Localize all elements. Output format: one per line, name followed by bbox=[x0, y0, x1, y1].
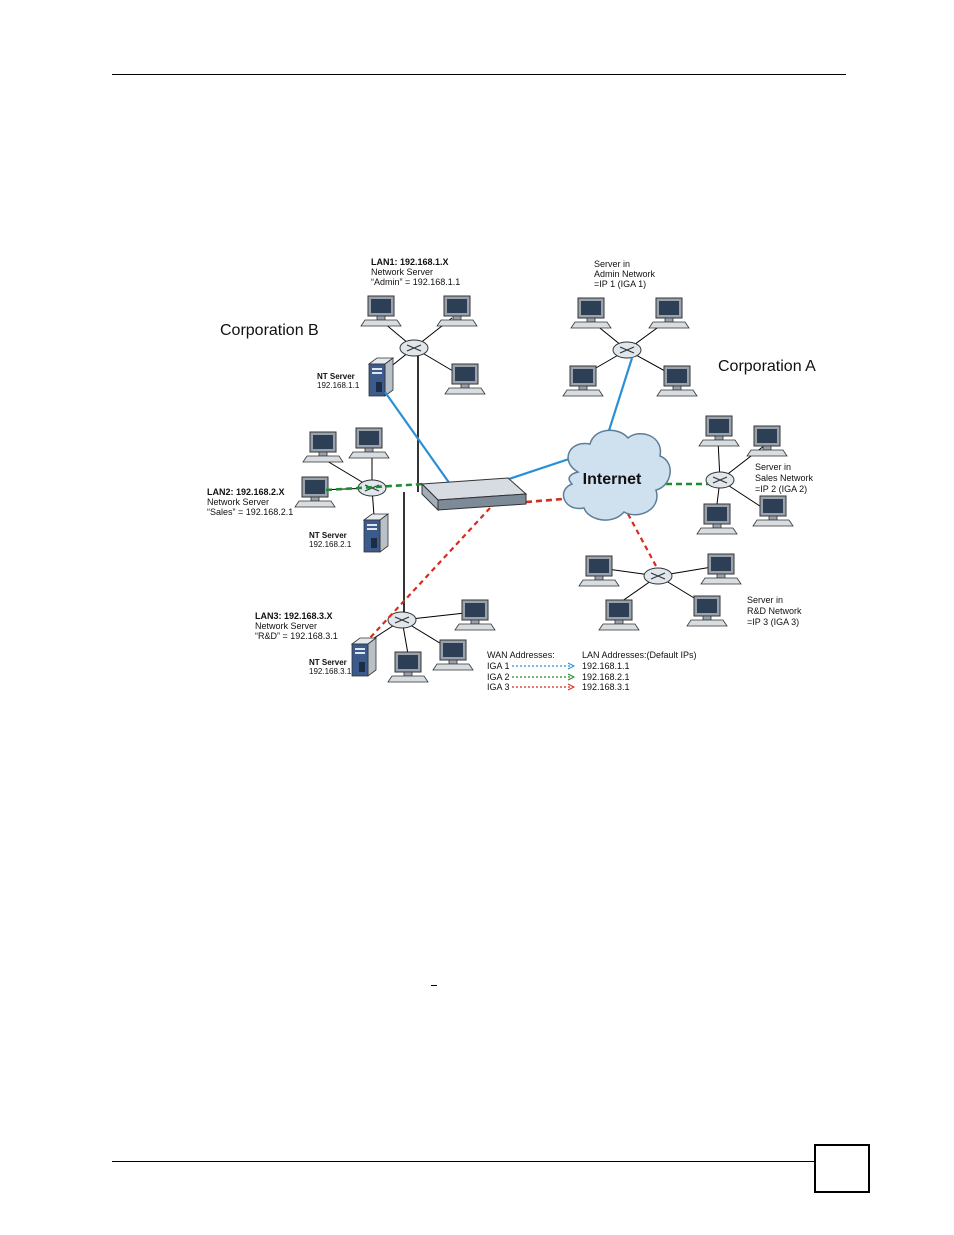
lan1-pc-3 bbox=[444, 363, 486, 395]
legend-row-2-wan: IGA 2 bbox=[487, 672, 510, 682]
rd-network-group bbox=[578, 553, 742, 631]
lan1-nt-server-icon bbox=[368, 357, 394, 397]
lan1-hub-icon bbox=[399, 339, 429, 357]
admin-pc-4 bbox=[656, 365, 698, 397]
admin-network-group bbox=[562, 297, 698, 397]
admin-pc-2 bbox=[648, 297, 690, 329]
stray-mark bbox=[431, 985, 437, 986]
lan3-pc-3 bbox=[387, 651, 429, 683]
lan1-pc-1 bbox=[360, 295, 402, 327]
admin-pc-1 bbox=[570, 297, 612, 329]
lan2-pc-2 bbox=[348, 427, 390, 459]
red-link-internet-rd bbox=[627, 513, 657, 567]
sales-network-group bbox=[696, 415, 794, 535]
blue-link-nt1-router bbox=[384, 391, 451, 485]
red-link-router-nt3 bbox=[367, 507, 491, 641]
legend-row-2-lan: 192.168.2.1 bbox=[582, 672, 630, 682]
legend-row-1-wan: IGA 1 bbox=[487, 661, 510, 671]
admin-hub-icon bbox=[612, 341, 642, 359]
sales-pc-2 bbox=[746, 425, 788, 457]
nt3-label: NT Server 192.168.3.1 bbox=[309, 658, 352, 676]
rd-pc-3 bbox=[598, 599, 640, 631]
header-rule bbox=[112, 74, 846, 75]
lan3-nt-server-icon bbox=[351, 637, 377, 677]
sales-hub-icon bbox=[705, 471, 735, 489]
admin-pc-3 bbox=[562, 365, 604, 397]
sales-pc-1 bbox=[698, 415, 740, 447]
rd-pc-4 bbox=[686, 595, 728, 627]
legend-wan-header: WAN Addresses: bbox=[487, 650, 555, 660]
lan3-pc-1 bbox=[454, 599, 496, 631]
legend-row-3-wan: IGA 3 bbox=[487, 682, 510, 692]
corp-b-label: Corporation B bbox=[220, 322, 319, 339]
admin-server-label: Server in Admin Network =IP 1 (IGA 1) bbox=[594, 259, 658, 289]
rd-server-label: Server in R&D Network =IP 3 (IGA 3) bbox=[747, 595, 804, 627]
legend-lan-header: LAN Addresses:(Default IPs) bbox=[582, 650, 697, 660]
legend-row-2-arrow-icon bbox=[567, 673, 576, 681]
corp-a-label: Corporation A bbox=[718, 358, 816, 375]
rd-pc-1 bbox=[578, 555, 620, 587]
lan3-label: LAN3: 192.168.3.X Network Server “R&D” =… bbox=[255, 611, 338, 641]
rd-pc-2 bbox=[700, 553, 742, 585]
legend-row-1-arrow-icon bbox=[567, 662, 576, 670]
sales-server-label: Server in Sales Network =IP 2 (IGA 2) bbox=[755, 462, 816, 494]
lan2-pc-1 bbox=[302, 431, 344, 463]
lan2-nt-server-icon bbox=[363, 513, 389, 553]
page-number-box bbox=[814, 1144, 870, 1193]
lan3-group bbox=[351, 599, 496, 683]
nt1-label: NT Server 192.168.1.1 bbox=[317, 372, 360, 390]
nt2-label: NT Server 192.168.2.1 bbox=[309, 531, 352, 549]
sales-pc-4 bbox=[752, 495, 794, 527]
sales-pc-3 bbox=[696, 503, 738, 535]
blue-link-internet-admin bbox=[604, 357, 634, 441]
lan2-hub-icon bbox=[357, 479, 387, 497]
internet-cloud-icon bbox=[562, 429, 671, 521]
address-legend: WAN Addresses: LAN Addresses:(Default IP… bbox=[487, 650, 697, 692]
lan2-pc-3 bbox=[294, 476, 336, 508]
legend-row-1-lan: 192.168.1.1 bbox=[582, 661, 630, 671]
lan3-pc-2 bbox=[432, 639, 474, 671]
router-icon bbox=[420, 477, 528, 512]
lan1-group bbox=[360, 295, 486, 397]
rd-hub-icon bbox=[643, 567, 673, 585]
legend-row-3-arrow-icon bbox=[567, 683, 576, 691]
footer-rule bbox=[112, 1161, 814, 1162]
internet-label: Internet bbox=[583, 471, 642, 488]
legend-row-3-lan: 192.168.3.1 bbox=[582, 682, 630, 692]
green-link-lan2-router bbox=[325, 482, 425, 492]
lan1-pc-2 bbox=[436, 295, 478, 327]
lan2-label: LAN2: 192.168.2.X Network Server “Sales”… bbox=[207, 487, 293, 517]
lan1-label: LAN1: 192.168.1.X Network Server “Admin”… bbox=[371, 257, 460, 287]
